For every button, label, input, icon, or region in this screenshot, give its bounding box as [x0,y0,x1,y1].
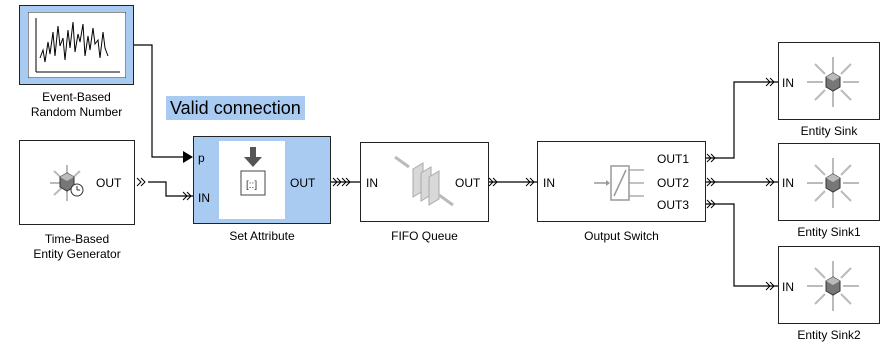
wire-out1-to-sink [706,81,778,159]
entity-generator-icon [50,165,84,201]
output-switch-icon [594,165,644,201]
set-attribute-block[interactable]: p IN [::] OUT [193,136,331,224]
fifo-queue-block[interactable]: IN OUT [360,142,489,222]
wire-generator-to-setattr [148,181,193,197]
entity-sink1-label: Entity Sink1 [797,225,861,239]
fifo-queue-icon [394,155,454,207]
valid-connection-tooltip: Valid connection [166,96,305,120]
set-attribute-out-port[interactable]: OUT [290,176,316,190]
entity-sink-icon [807,57,859,107]
set-attribute-icon [240,147,266,196]
time-based-entity-generator-block[interactable]: OUT [19,140,135,225]
output-switch-block[interactable]: IN OUT1 OUT2 OUT3 [537,141,706,222]
entity-sink1-block[interactable]: IN [778,143,880,221]
switch-out2-port[interactable]: OUT2 [657,176,690,190]
entity-sink2-icon [807,261,859,311]
wire-out3-to-sink2 [706,203,778,287]
set-attribute-label: Set Attribute [229,229,295,243]
fifo-in-port[interactable]: IN [366,176,378,190]
entity-sink1-icon [807,158,859,208]
random-signal-plot-icon [28,12,126,78]
generator-out-port[interactable]: OUT [96,176,122,190]
sink-in-port[interactable]: IN [782,76,794,90]
time-based-entity-generator-label: Time-Based Entity Generator [14,232,140,262]
switch-out3-port[interactable]: OUT3 [657,198,690,212]
generator-label-line1: Time-Based [44,232,110,246]
random-label-line2: Random Number [30,105,123,119]
random-label-line1: Event-Based [42,90,111,104]
event-based-random-number-block[interactable] [19,5,134,85]
set-attribute-in-port[interactable]: IN [198,191,210,205]
fifo-queue-label: FIFO Queue [391,229,458,243]
output-switch-label: Output Switch [584,229,659,243]
sink1-in-port[interactable]: IN [782,176,794,190]
switch-out1-port[interactable]: OUT1 [657,152,690,166]
set-attribute-icon-text: [::] [246,180,258,191]
wire-random-to-p-arrow [183,151,193,163]
sink2-in-port[interactable]: IN [782,280,794,294]
entity-sink2-block[interactable]: IN [778,246,880,324]
event-based-random-number-label: Event-Based Random Number [14,90,139,120]
entity-sink2-label: Entity Sink2 [797,328,861,342]
set-attribute-p-port[interactable]: p [198,151,205,165]
generator-label-line2: Entity Generator [33,247,121,261]
entity-sink-block[interactable]: IN [778,42,880,120]
switch-in-port[interactable]: IN [543,176,555,190]
fifo-out-port[interactable]: OUT [455,176,481,190]
entity-sink-label: Entity Sink [800,124,858,138]
